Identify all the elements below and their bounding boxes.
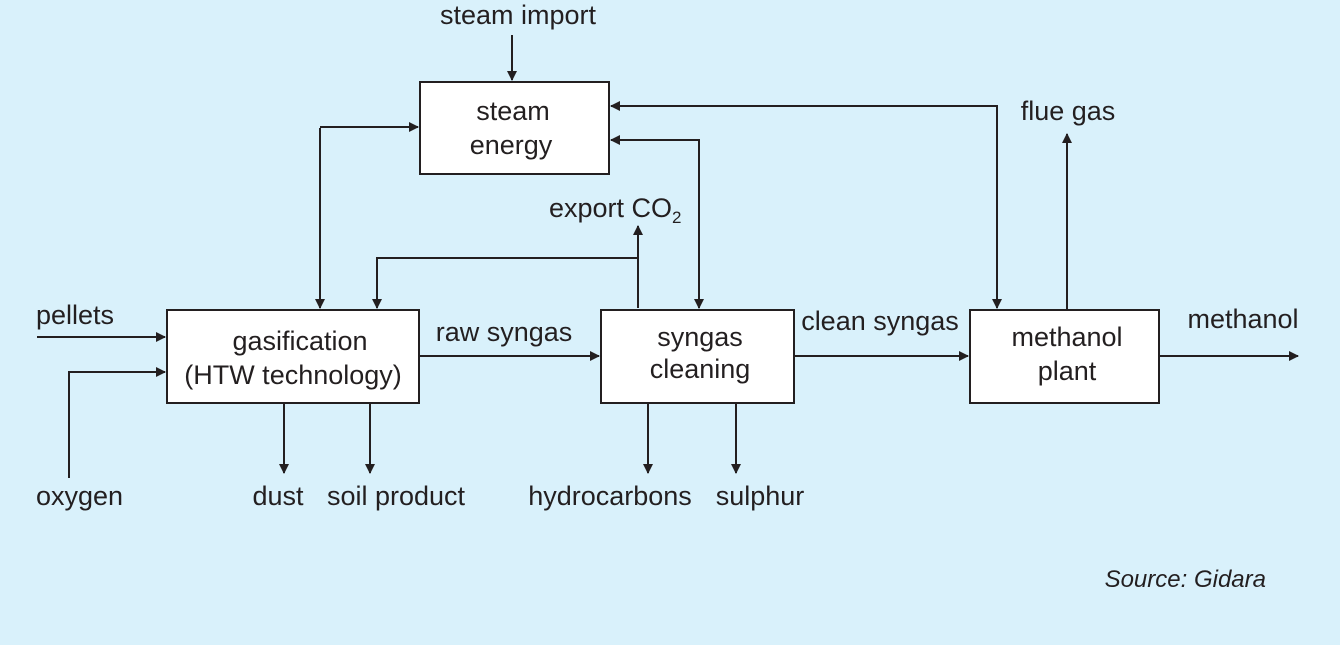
- raw-syngas-label: raw syngas: [436, 317, 573, 347]
- syngas-cleaning-label-line2: cleaning: [650, 354, 751, 384]
- gasification-label-line1: gasification: [232, 326, 367, 356]
- steam-energy-label-line1: steam: [476, 96, 550, 126]
- syngas-cleaning-label-line1: syngas: [657, 322, 743, 352]
- flue-gas-label: flue gas: [1021, 96, 1116, 126]
- soil-product-label: soil product: [327, 481, 466, 511]
- sulphur-label: sulphur: [716, 481, 805, 511]
- dust-label: dust: [252, 481, 304, 511]
- steam-energy-label-line2: energy: [470, 130, 553, 160]
- pellets-label: pellets: [36, 300, 114, 330]
- syngas-cleaning-box: [600, 309, 795, 404]
- export-co2-label: export CO2: [549, 193, 682, 227]
- hydrocarbons-label: hydrocarbons: [528, 481, 692, 511]
- steam-energy-box: [419, 81, 610, 175]
- source-credit: Source: Gidara: [1105, 566, 1266, 593]
- export-co2-text: export CO: [549, 193, 672, 223]
- methanol-plant-label-line2: plant: [1038, 356, 1097, 386]
- co2-recycle-loop: [372, 257, 639, 309]
- gasification-box: [166, 309, 420, 404]
- oxygen-label: oxygen: [36, 481, 123, 511]
- oxygen-arrow: [68, 367, 166, 478]
- gasification-label-line2: (HTW technology): [184, 360, 402, 390]
- export-co2-subscript: 2: [672, 208, 681, 227]
- steam-import-label: steam import: [440, 0, 597, 30]
- methanol-plant-box: [969, 309, 1160, 404]
- methanol-label: methanol: [1187, 304, 1298, 334]
- methanol-plant-label-line1: methanol: [1011, 322, 1122, 352]
- clean-syngas-label: clean syngas: [801, 306, 959, 336]
